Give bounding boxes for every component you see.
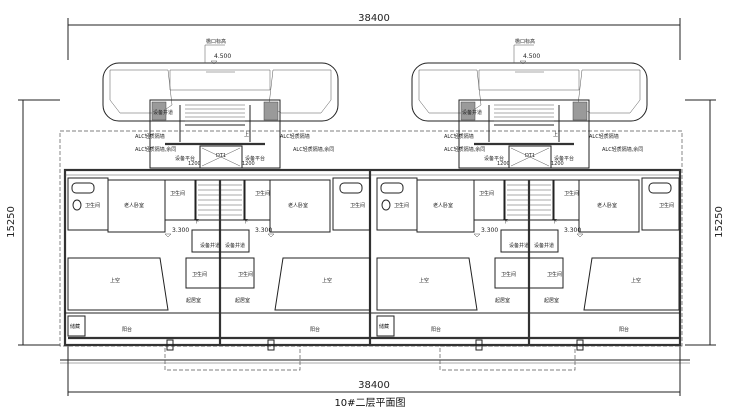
roof-elevation: 4.500 <box>214 53 231 60</box>
svg-text:上: 上 <box>244 131 249 138</box>
svg-text:ALC轻质隔墙,余同: ALC轻质隔墙,余同 <box>293 146 334 153</box>
building-half-right <box>375 36 681 352</box>
svg-text:卫生间: 卫生间 <box>238 271 253 278</box>
living-room-label: 起居室 <box>186 297 201 304</box>
right-dimension-text: 15250 <box>714 206 725 238</box>
svg-text:设备平台: 设备平台 <box>175 155 195 162</box>
right-dimension: 15250 <box>685 99 725 346</box>
balcony-label: 阳台 <box>310 326 320 333</box>
svg-text:设备井道: 设备井道 <box>200 242 220 249</box>
svg-text:卫生间: 卫生间 <box>350 202 365 209</box>
svg-text:ALC轻质隔墙: ALC轻质隔墙 <box>280 133 310 140</box>
svg-text:设备井道: 设备井道 <box>225 242 245 249</box>
svg-text:设备平台: 设备平台 <box>245 155 265 162</box>
balcony-label: 阳台 <box>122 326 132 333</box>
svg-text:卫生间: 卫生间 <box>170 190 185 197</box>
svg-text:卫生间: 卫生间 <box>192 271 207 278</box>
toilet-icon <box>72 199 82 211</box>
svg-text:3.300: 3.300 <box>255 227 272 234</box>
svg-text:1200: 1200 <box>188 161 201 167</box>
void-area <box>274 257 371 311</box>
svg-text:下: 下 <box>243 219 248 225</box>
bathtub-icon <box>71 182 95 194</box>
canopy-outline <box>439 345 576 371</box>
elevator-shaft <box>199 145 243 169</box>
svg-text:1200: 1200 <box>242 161 255 167</box>
svg-text:下: 下 <box>194 219 199 225</box>
elevator-label: DT1 <box>216 153 226 159</box>
svg-text:ALC轻质隔墙,余同: ALC轻质隔墙,余同 <box>135 146 176 153</box>
drawing-title: 10#二层平面图 <box>334 397 405 409</box>
svg-text:上空: 上空 <box>322 277 332 284</box>
svg-text:3.300: 3.300 <box>172 227 189 234</box>
top-dimension: 38400 <box>67 13 681 60</box>
building-outline <box>63 168 682 347</box>
stair-treads <box>179 104 251 142</box>
bottom-dimension-text: 38400 <box>358 380 390 391</box>
roof-canopy <box>102 62 339 122</box>
svg-text:老人卧室: 老人卧室 <box>124 202 144 209</box>
living-room-label: 起居室 <box>235 297 250 304</box>
bathtub-icon <box>339 182 363 194</box>
svg-text:设备井道: 设备井道 <box>153 109 173 116</box>
void-area <box>67 257 169 311</box>
building-half-left: 檐口标高 4.500 设备井道 上 DT1 设备平台 设备平台 1200 120… <box>67 38 371 351</box>
left-dimension-text: 15250 <box>6 206 17 238</box>
svg-text:储藏: 储藏 <box>70 323 80 330</box>
bottom-dimension: 38400 <box>60 345 690 396</box>
top-dimension-text: 38400 <box>358 13 390 24</box>
svg-text:上空: 上空 <box>110 277 120 284</box>
internal-stair <box>195 179 245 345</box>
svg-text:老人卧室: 老人卧室 <box>288 202 308 209</box>
roof-note: 檐口标高 <box>206 38 226 45</box>
svg-text:卫生间: 卫生间 <box>255 190 270 197</box>
canopy-outline <box>164 345 301 371</box>
left-dimension: 15250 <box>6 99 60 346</box>
svg-text:卫生间: 卫生间 <box>85 202 100 209</box>
svg-text:ALC轻质隔墙: ALC轻质隔墙 <box>135 133 165 140</box>
